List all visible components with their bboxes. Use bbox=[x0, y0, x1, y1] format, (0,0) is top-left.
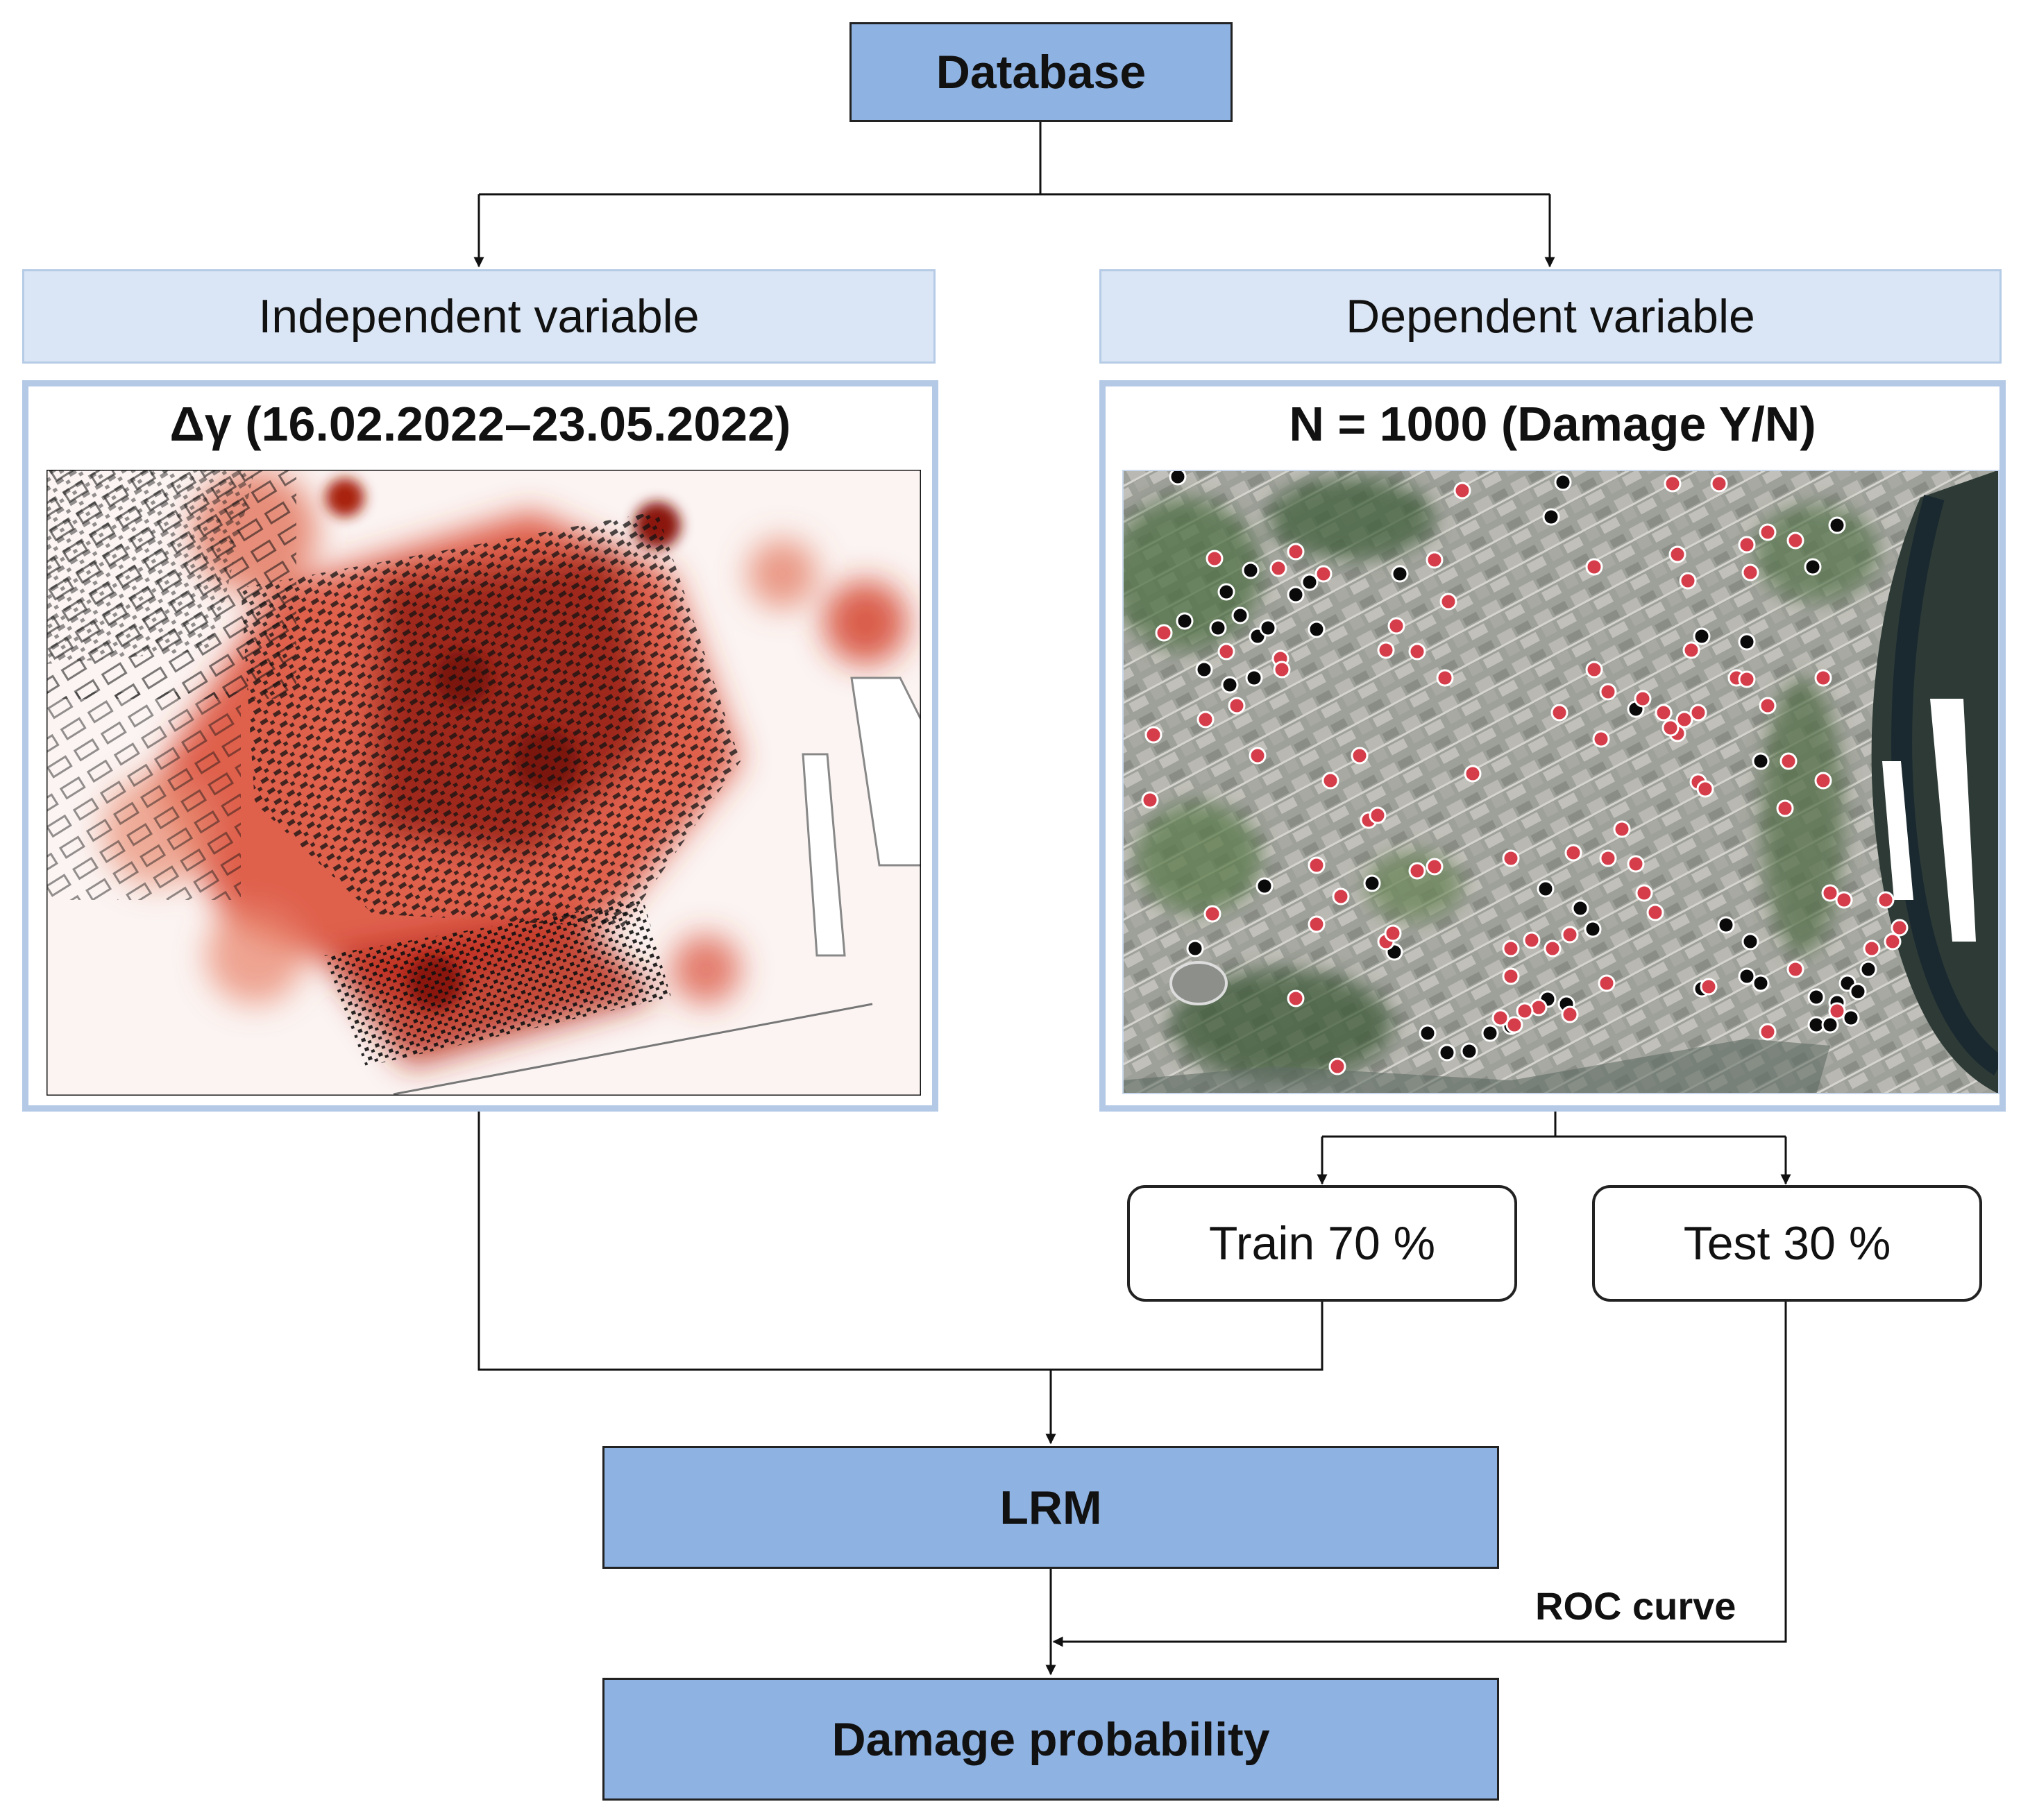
lrm-node: LRM bbox=[602, 1446, 1499, 1569]
independent-variable-label: Independent variable bbox=[258, 290, 700, 343]
samples-panel: N = 1000 (Damage Y/N) bbox=[1099, 380, 2006, 1112]
damaged-points bbox=[1141, 475, 1909, 1075]
edge-independent-to-lrm bbox=[477, 1091, 1051, 1371]
damage-sample-map bbox=[1122, 470, 1999, 1094]
edge-database-split bbox=[479, 122, 1550, 196]
database-label: Database bbox=[936, 46, 1147, 99]
dependent-variable-header: Dependent variable bbox=[1099, 269, 2002, 364]
train-split-label: Train 70 % bbox=[1208, 1217, 1436, 1270]
damage-probability-node: Damage probability bbox=[602, 1678, 1499, 1801]
samples-panel-title: N = 1000 (Damage Y/N) bbox=[1289, 397, 1816, 451]
coherence-panel: Δγ (16.02.2022–23.05.2022) bbox=[22, 380, 938, 1112]
lrm-label: LRM bbox=[999, 1481, 1102, 1534]
damage-probability-label: Damage probability bbox=[831, 1712, 1270, 1766]
independent-variable-header: Independent variable bbox=[22, 269, 936, 364]
edge-train-to-lrm bbox=[1051, 1302, 1324, 1371]
test-split-label: Test 30 % bbox=[1683, 1217, 1891, 1270]
database-node: Database bbox=[849, 22, 1233, 122]
coherence-panel-title: Δγ (16.02.2022–23.05.2022) bbox=[169, 397, 791, 451]
train-split-node: Train 70 % bbox=[1127, 1185, 1517, 1302]
river-shape bbox=[850, 677, 921, 867]
roc-curve-label: ROC curve bbox=[1535, 1584, 1736, 1628]
edge-roc bbox=[1052, 1302, 1787, 1647]
dependent-variable-label: Dependent variable bbox=[1346, 290, 1755, 343]
coherence-change-map bbox=[46, 470, 921, 1096]
test-split-node: Test 30 % bbox=[1592, 1185, 1982, 1302]
